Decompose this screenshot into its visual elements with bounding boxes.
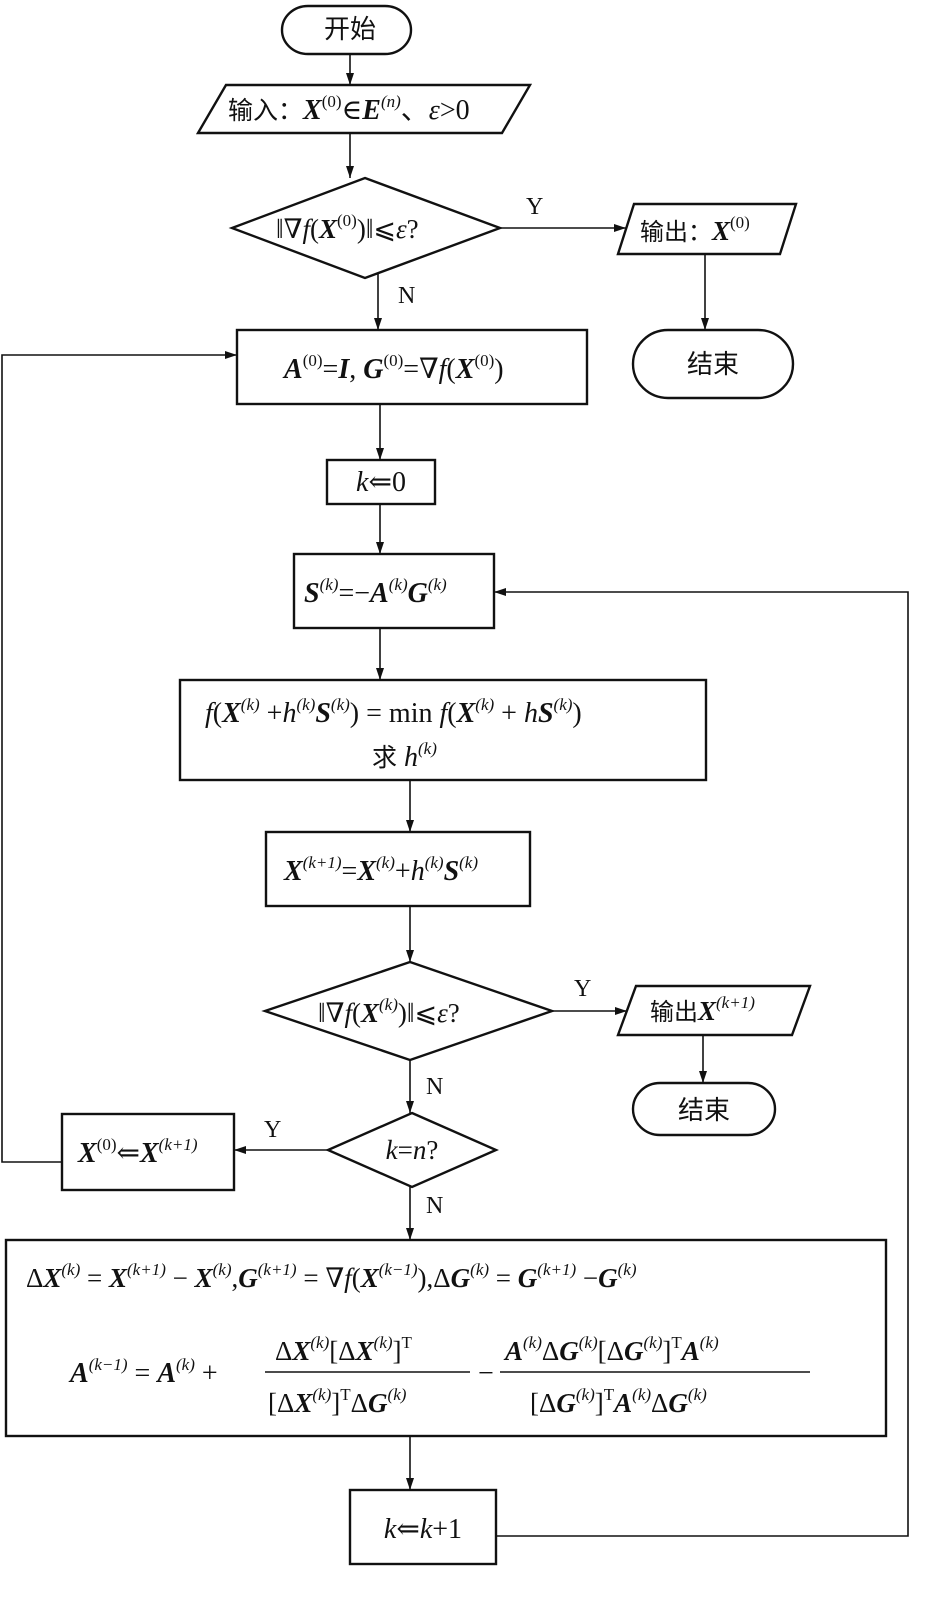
update-x-label: X(k+1)=X(k)+h(k)S(k) <box>283 853 478 887</box>
label-check1-yes: Y <box>526 194 543 220</box>
output1-parallelogram <box>616 202 798 256</box>
frac2-numerator: A(k)ΔG(k)[ΔG(k)]TA(k) <box>503 1333 719 1366</box>
reset-label: X(0)⇐X(k+1) <box>77 1135 198 1169</box>
label-checkn-yes: Y <box>264 1117 281 1143</box>
check-n-label: k=n? <box>386 1135 439 1165</box>
input-label: 输入：X(0)∈E(n)、ε>0 <box>228 92 470 126</box>
line-search-box <box>178 678 708 782</box>
label-check2-no: N <box>426 1074 443 1100</box>
input-parallelogram <box>195 83 533 135</box>
start-label: 开始 <box>324 15 376 45</box>
init-label: A(0)=I, G(0)=∇f(X(0)) <box>282 351 504 385</box>
edge-increment-direction-loop <box>494 588 909 1537</box>
end1-label: 结束 <box>687 350 739 380</box>
frac1-numerator: ΔX(k)[ΔX(k)]T <box>275 1333 413 1366</box>
label-checkn-no: N <box>426 1193 443 1219</box>
line-search-label: 求 h(k) <box>372 739 437 773</box>
end2-label: 结束 <box>678 1096 730 1126</box>
increment-label: k⇐k+1 <box>384 1514 462 1545</box>
update-line1: ΔX(k) = X(k+1) − X(k),G(k+1) = ∇f(X(k−1)… <box>26 1260 637 1293</box>
end2-terminal <box>631 1081 777 1137</box>
check-n-diamond <box>325 1111 499 1189</box>
update-matrix-box <box>4 1238 888 1438</box>
frac2-denominator: [ΔG(k)]TA(k)ΔG(k) <box>530 1385 707 1418</box>
end1-terminal <box>631 328 795 400</box>
direction-label: S(k)=−A(k)G(k) <box>304 575 447 609</box>
start-terminal <box>280 4 413 56</box>
check1-diamond <box>228 176 504 280</box>
output1-label: 输出：X(0) <box>640 213 750 246</box>
frac1-denominator: [ΔX(k)]TΔG(k) <box>268 1385 407 1418</box>
check1-label: ‖∇f(X(0))‖⩽ε? <box>276 211 419 244</box>
output2-label: 输出X(k+1) <box>650 993 755 1026</box>
update-x-box <box>264 830 532 908</box>
label-check2-yes: Y <box>574 976 591 1002</box>
check2-label: ‖∇f(X(k))‖⩽ε? <box>318 995 460 1028</box>
update-line2-lhs: A(k−1) = A(k) + <box>68 1355 218 1389</box>
line-search-equation: f(X(k) +h(k)S(k)) = min f(X(k) + hS(k)) <box>205 695 582 729</box>
frac-minus: − <box>478 1358 494 1389</box>
reset-box <box>60 1112 236 1192</box>
init-box <box>235 328 589 406</box>
increment-box <box>348 1488 498 1566</box>
edge-reset-init-loop <box>1 351 237 1163</box>
label-check1-no: N <box>398 283 415 309</box>
k0-box <box>325 458 437 506</box>
k0-label: k⇐0 <box>356 467 406 498</box>
output2-parallelogram <box>616 984 812 1037</box>
